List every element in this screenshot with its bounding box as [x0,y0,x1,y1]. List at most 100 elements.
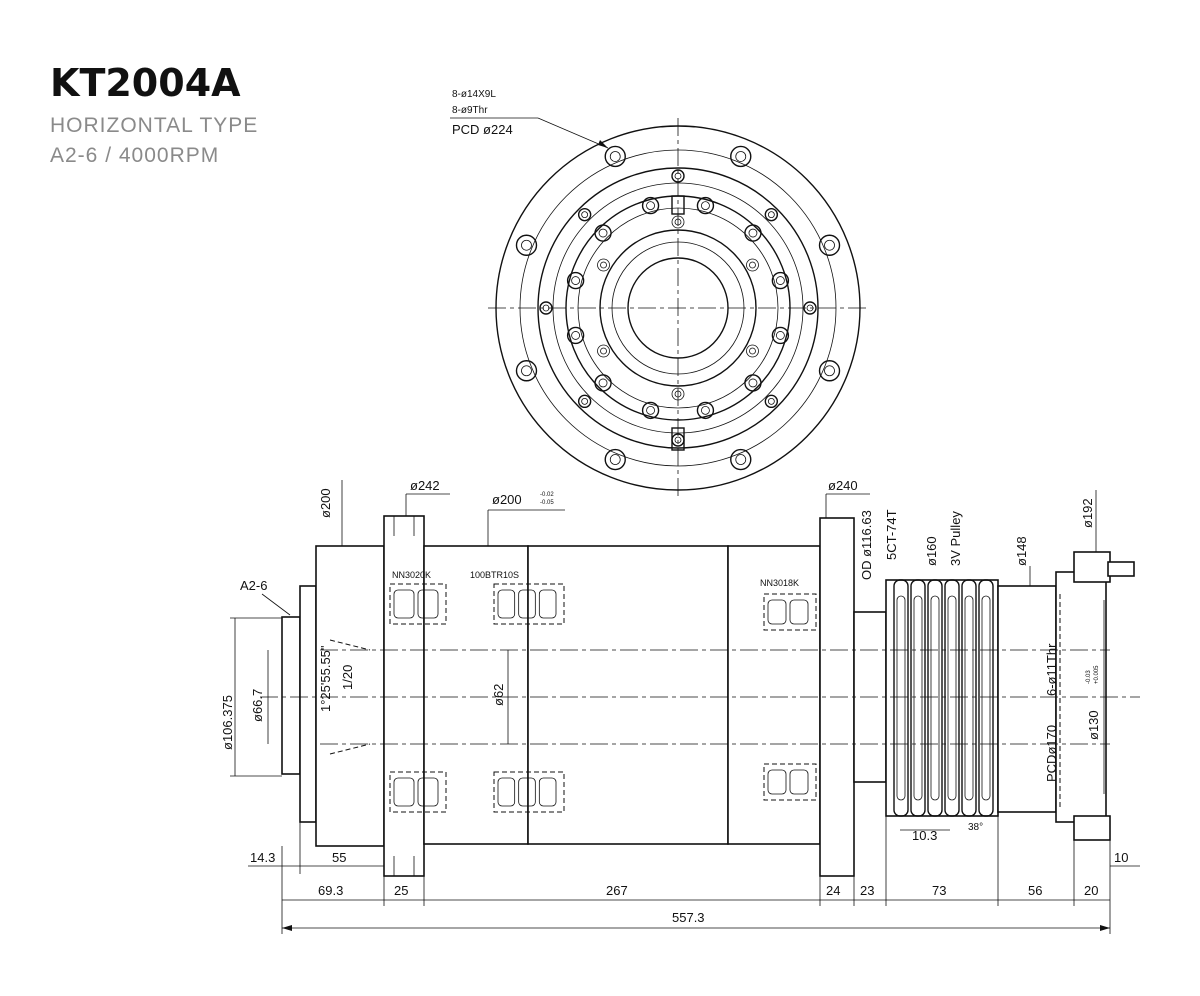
mid-bolt-hole-inner [674,436,682,444]
outer-bolt-hole [515,234,538,256]
dim-overall: 557.3 [672,910,705,925]
pulley-grooves [893,579,994,817]
side-view [260,515,1140,877]
inner-bolt-hole [594,224,612,242]
nose-bolt-hole-inner [600,347,607,355]
model-title: KT2004A [50,61,241,105]
outer-bolt-hole [604,448,626,471]
mid-bolt-hole [764,394,779,409]
outer-bolt-hole-inner [609,454,621,465]
od-label: OD ø116.63 [859,510,874,580]
mid-bolt-hole-inner [767,397,775,405]
bearing-box [763,593,817,631]
bearing-roller [767,599,787,625]
nose-bolt-hole [597,258,610,272]
bearing-roller [393,589,415,619]
dia-240-label: ø240 [828,478,858,493]
bearing-roller [497,589,516,619]
dim-69-3: 69.3 [318,883,343,898]
inner-bolt-hole-inner [775,276,785,285]
type-label: HORIZONTAL TYPE [50,114,258,137]
mid-bolt-hole-inner [581,211,589,219]
nose-bolt-hole [597,344,610,358]
bearing-roller [518,777,536,807]
inner-bolt-hole [641,196,660,215]
front-view-bolt-holes [515,145,841,471]
nose-bolt-hole [671,387,685,401]
dim-24: 24 [826,883,840,898]
callout-thread: 8-ø9Thr [452,105,488,116]
pulley-groove-inner [964,595,974,801]
inner-bolt-hole [566,271,585,290]
inner-bolt-hole [744,224,762,242]
side-view-labels: ø200 ø242 ø200 -0.02 -0.05 ø240 OD ø116.… [220,478,1105,843]
dim-56: 56 [1028,883,1042,898]
tol130-lower-label: +0.005 [1094,665,1100,684]
bearing-box [389,583,447,625]
bearings [389,583,817,813]
pulley-groove [944,579,960,817]
inner-bolt-hole-inner [701,201,710,211]
dim-10: 10 [1114,850,1128,865]
groove-width-label: 10.3 [912,828,937,843]
pulley-groove-inner [930,595,940,801]
bearing-roller [518,589,536,619]
groove-angle-label: 38° [968,822,983,833]
pulley-groove [978,579,994,817]
outer-bolt-hole [730,448,752,471]
nose-bolt-hole-inner [674,390,682,398]
inner-bolt-hole-inner [598,378,608,388]
mid-bolt-hole [803,301,817,315]
outer-bolt-hole [515,360,538,382]
outer-bolt-hole-inner [521,365,532,377]
dim-14-3: 14.3 [250,850,275,865]
dia-62-label: ø62 [491,684,506,706]
bearing-roller [497,777,516,807]
pulley-groove-inner [896,595,906,801]
dim-267: 267 [606,883,628,898]
dia-242-label: ø242 [410,478,440,493]
outer-bolt-hole-inner [735,151,747,162]
outer-bolt-hole [818,360,841,382]
dim-20: 20 [1084,883,1098,898]
spec-label: A2-6 / 4000RPM [50,144,219,167]
nose-bolt-hole-inner [600,261,607,269]
inner-bolt-hole-inner [571,331,581,340]
pulley-groove [910,579,926,817]
dim-23: 23 [860,883,874,898]
dim-25: 25 [394,883,408,898]
tol-upper-label: -0.02 [540,492,554,498]
outer-bolt-hole-inner [521,239,532,251]
inner-bolt-hole-inner [646,201,655,211]
bearing-box [493,771,565,813]
dia-192-label: ø192 [1080,498,1095,528]
outer-bolt-hole [604,145,626,168]
inner-bolt-hole-inner [748,228,758,238]
inner-bolt-hole [696,401,715,420]
bearing-roller [417,589,439,619]
bearing-roller [538,589,557,619]
nose-bolt-hole-inner [674,218,682,226]
inner-bolt-hole [641,401,660,420]
inner-bolt-hole-inner [646,405,655,415]
mid-bolt-hole [539,301,553,315]
mid-bolt-hole-inner [674,172,682,180]
dimension-chain: 14.3 55 10 69.3 25 267 24 23 73 56 20 55… [248,816,1140,934]
outer-bolt-hole-inner [735,454,747,465]
dim-73: 73 [932,883,946,898]
pulley-groove-inner [981,595,991,801]
a26-label: A2-6 [240,578,267,593]
nose-bolt-hole-inner [749,261,756,269]
bearing-rear-label: NN3018K [760,578,799,588]
bearing-roller [393,777,415,807]
pulley-groove [927,579,943,817]
bearing-roller [417,777,439,807]
tol130-upper-label: -0.03 [1086,670,1092,684]
nose-bolt-hole [746,258,759,272]
outer-bolt-hole-inner [824,239,835,251]
bearing-box [389,771,447,813]
bearing-roller [767,769,787,795]
nose-bolt-hole [746,344,759,358]
inner-bolt-hole-inner [748,378,758,388]
outer-bolt-hole [730,145,752,168]
